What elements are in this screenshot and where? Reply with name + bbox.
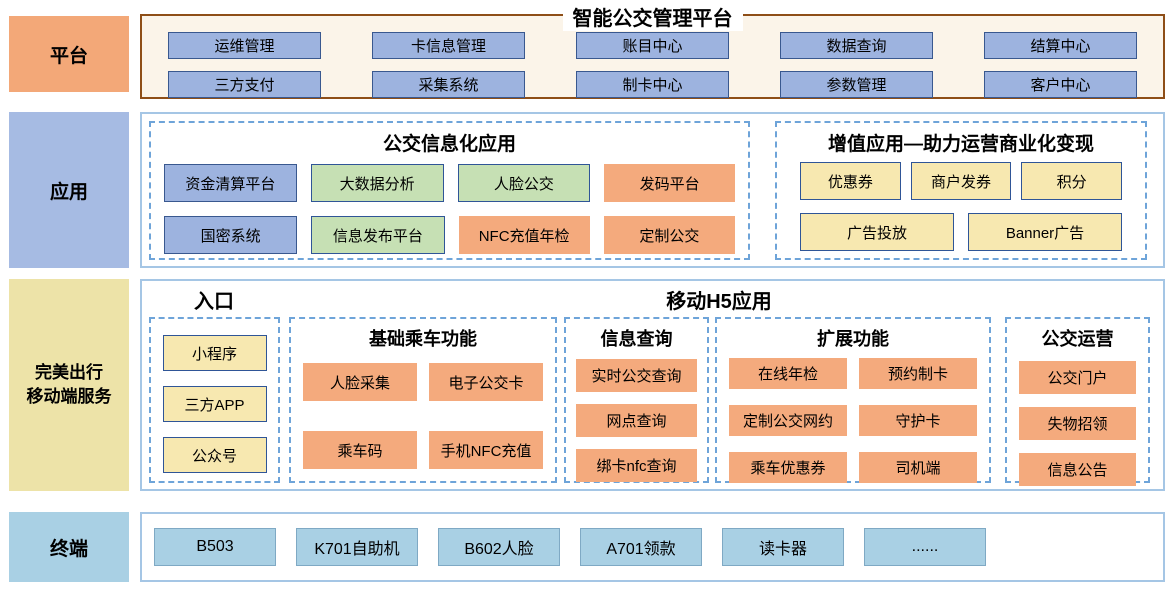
h5-feature[interactable]: 电子公交卡 — [429, 363, 543, 401]
bus-info-row1: 资金清算平台大数据分析人脸公交发码平台 — [151, 164, 748, 202]
platform-module[interactable]: 数据查询 — [780, 32, 933, 59]
extended-functions-items: 在线年检预约制卡定制公交网约守护卡乘车优惠券司机端 — [717, 358, 989, 483]
mobile-h5-title: 移动H5应用 — [666, 291, 772, 313]
h5-feature[interactable]: 信息公告 — [1019, 453, 1136, 486]
value-added-group: 增值应用—助力运营商业化变现 优惠券商户发券积分 广告投放 Banner广告 — [775, 121, 1147, 260]
row-label-mobile-services: 完美出行 移动端服务 — [9, 279, 129, 491]
value-added-module[interactable]: 积分 — [1021, 162, 1123, 200]
row-label-terminals-text: 终端 — [49, 538, 88, 560]
terminal-device[interactable]: B503 — [154, 528, 276, 566]
info-query-items: 实时公交查询网点查询绑卡nfc查询 — [566, 359, 707, 482]
basic-ride-title: 基础乘车功能 — [369, 329, 477, 349]
platform-modules-row2: 三方支付 采集系统 制卡中心 参数管理 客户中心 — [168, 71, 1137, 98]
row-label-applications-text: 应用 — [49, 181, 88, 203]
h5-feature[interactable]: 手机NFC充值 — [429, 431, 543, 469]
entry-title: 入口 — [194, 291, 234, 313]
h5-feature[interactable]: 乘车码 — [303, 431, 417, 469]
value-added-module[interactable]: Banner广告 — [968, 213, 1122, 251]
terminal-device[interactable]: A701领款 — [580, 528, 702, 566]
h5-feature[interactable]: 公交门户 — [1019, 361, 1136, 394]
h5-feature[interactable]: 网点查询 — [576, 404, 697, 437]
row-label-terminals: 终端 — [9, 512, 129, 582]
value-added-row1: 优惠券商户发券积分 — [777, 162, 1145, 200]
h5-feature[interactable]: 人脸采集 — [303, 363, 417, 401]
terminal-device[interactable]: 读卡器 — [722, 528, 844, 566]
h5-feature[interactable]: 预约制卡 — [859, 358, 977, 389]
entry-item[interactable]: 三方APP — [162, 386, 267, 422]
platform-module[interactable]: 制卡中心 — [576, 71, 729, 98]
app-module[interactable]: 信息发布平台 — [311, 216, 445, 254]
platform-module[interactable]: 三方支付 — [168, 71, 321, 98]
platform-module[interactable]: 参数管理 — [780, 71, 933, 98]
bus-informatization-title: 公交信息化应用 — [382, 134, 516, 155]
basic-ride-items: 人脸采集电子公交卡乘车码手机NFC充值 — [291, 363, 555, 469]
info-query-group: 信息查询 实时公交查询网点查询绑卡nfc查询 — [564, 317, 709, 483]
platform-module[interactable]: 客户中心 — [984, 71, 1137, 98]
h5-feature[interactable]: 失物招领 — [1019, 407, 1136, 440]
app-module[interactable]: 人脸公交 — [457, 164, 591, 202]
bus-operations-title: 公交运营 — [1041, 329, 1114, 349]
h5-feature[interactable]: 实时公交查询 — [576, 359, 697, 392]
entry-item[interactable]: 公众号 — [162, 437, 267, 473]
row-label-platform: 平台 — [9, 16, 129, 92]
extended-functions-group: 扩展功能 在线年检预约制卡定制公交网约守护卡乘车优惠券司机端 — [715, 317, 991, 483]
platform-module[interactable]: 卡信息管理 — [372, 32, 525, 59]
value-added-module[interactable]: 优惠券 — [800, 162, 901, 200]
application-band: 公交信息化应用 资金清算平台大数据分析人脸公交发码平台 国密系统信息发布平台 NF… — [140, 112, 1165, 268]
bus-informatization-group: 公交信息化应用 资金清算平台大数据分析人脸公交发码平台 国密系统信息发布平台 NF… — [149, 121, 750, 260]
row-label-mobile-line1: 完美出行 — [35, 363, 103, 382]
h5-feature[interactable]: 在线年检 — [729, 358, 847, 389]
platform-module[interactable]: 账目中心 — [576, 32, 729, 59]
entry-group: 小程序三方APP 公众号 — [149, 317, 280, 483]
app-module[interactable]: 资金清算平台 — [164, 164, 297, 202]
row-label-mobile-line2: 移动端服务 — [26, 387, 112, 406]
entry-items: 小程序三方APP 公众号 — [151, 319, 278, 473]
terminal-band: B503 K701自助机 B602人脸 A701领款读卡器...... — [140, 512, 1165, 582]
terminal-device[interactable]: ...... — [864, 528, 986, 566]
value-added-row2: 广告投放 Banner广告 — [777, 213, 1145, 251]
terminal-device[interactable]: B602人脸 — [438, 528, 560, 566]
row-label-platform-text: 平台 — [49, 45, 88, 67]
platform-title: 智能公交管理平台 — [562, 2, 743, 31]
basic-ride-group: 基础乘车功能 人脸采集电子公交卡乘车码手机NFC充值 — [289, 317, 557, 483]
info-query-title: 信息查询 — [600, 329, 673, 349]
app-module[interactable]: 定制公交 — [603, 216, 735, 254]
row-label-applications: 应用 — [9, 112, 129, 268]
h5-feature[interactable]: 守护卡 — [859, 405, 977, 436]
app-module[interactable]: 国密系统 — [164, 216, 298, 254]
h5-feature[interactable]: 定制公交网约 — [729, 405, 847, 436]
platform-module[interactable]: 采集系统 — [372, 71, 525, 98]
bus-operations-group: 公交运营 公交门户失物招领信息公告 — [1005, 317, 1150, 486]
app-module[interactable]: 大数据分析 — [310, 164, 444, 202]
bus-operations-items: 公交门户失物招领信息公告 — [1007, 361, 1148, 486]
h5-feature[interactable]: 绑卡nfc查询 — [576, 449, 697, 482]
terminal-devices: B503 K701自助机 B602人脸 A701领款读卡器...... — [142, 514, 1163, 580]
bus-info-row2: 国密系统信息发布平台 NFC充值年检定制公交 — [151, 216, 748, 254]
value-added-module[interactable]: 广告投放 — [800, 213, 954, 251]
entry-item[interactable]: 小程序 — [162, 335, 267, 371]
value-added-title: 增值应用—助力运营商业化变现 — [827, 134, 1094, 155]
terminal-device[interactable]: K701自助机 — [296, 528, 418, 566]
value-added-module[interactable]: 商户发券 — [910, 162, 1012, 200]
h5-feature[interactable]: 司机端 — [859, 452, 977, 483]
app-module[interactable]: NFC充值年检 — [458, 216, 590, 254]
platform-module[interactable]: 结算中心 — [984, 32, 1137, 59]
platform-module[interactable]: 运维管理 — [168, 32, 321, 59]
platform-modules-row1: 运维管理 卡信息管理 账目中心 数据查询 结算中心 — [168, 32, 1137, 59]
platform-band: 智能公交管理平台 运维管理 卡信息管理 账目中心 数据查询 结算中心 三方支付 采集系统 制… — [140, 2, 1165, 99]
extended-functions-title: 扩展功能 — [817, 329, 889, 349]
app-module[interactable]: 发码平台 — [604, 164, 735, 202]
h5-feature[interactable]: 乘车优惠券 — [729, 452, 847, 483]
